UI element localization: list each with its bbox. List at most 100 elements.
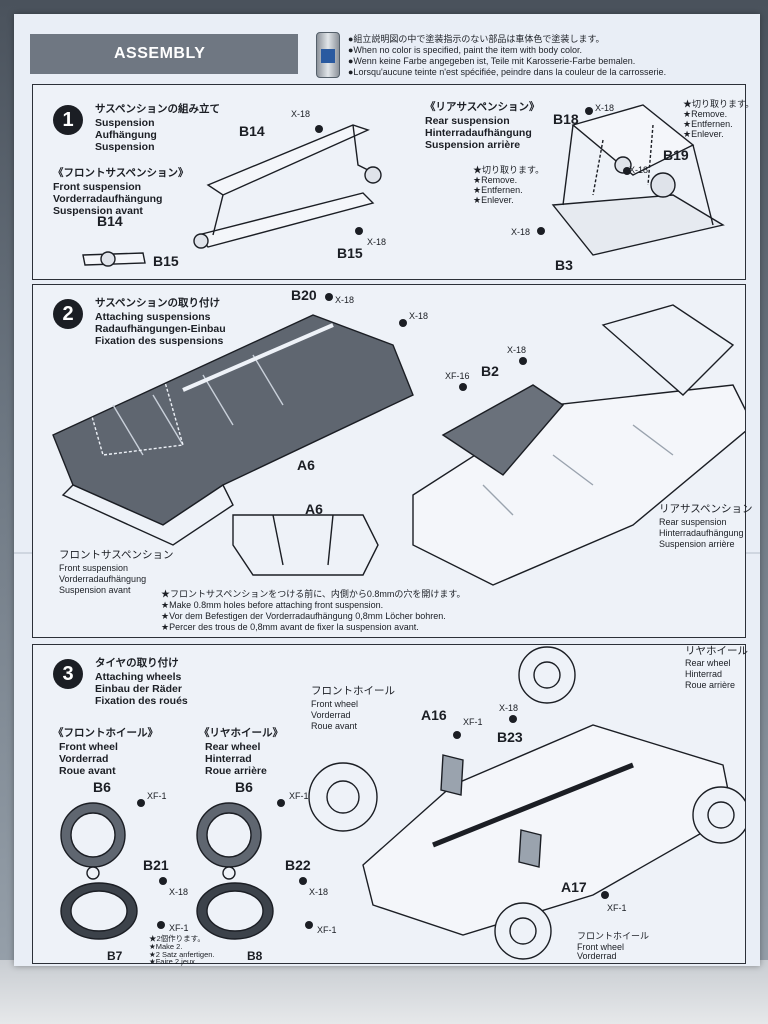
drill-note-fr: ★Percer des trous de 0,8mm avant de fixe…: [161, 622, 419, 632]
rear-wheel-2-fr: Roue arrière: [685, 680, 736, 690]
step1-cut-note-a-jp: ★切り取ります。: [683, 99, 755, 109]
paint-marker-7: [399, 319, 407, 327]
paint-marker-11: [277, 799, 285, 807]
step1-front-fr: Suspension avant: [53, 205, 143, 217]
part-b21: B21: [143, 857, 169, 873]
paint-code-8: X-18: [507, 345, 527, 355]
step1-cut-note-a-fr: ★Enlever.: [683, 129, 724, 139]
rear-wheel-en: Rear wheel: [205, 741, 261, 753]
paint-marker-13: [299, 877, 307, 885]
step2-rear-jp: リアサスペンション: [659, 503, 753, 515]
step2-title-de: Radaufhängungen-Einbau: [95, 323, 226, 335]
rear-wheel-2-de: Hinterrad: [685, 669, 723, 679]
step2-front-jp: フロントサスペンション: [59, 549, 174, 561]
step2-rear-de: Hinterradaufhängung: [659, 528, 744, 538]
part-b14-a: B14: [239, 123, 265, 139]
instruction-sheet: ASSEMBLY ●組立説明図の中で塗装指示のない部品は車体色で塗装します。 ●…: [14, 14, 760, 966]
drill-note-en: ★Make 0.8mm holes before attaching front…: [161, 600, 384, 610]
step3-wheels-drawing: [60, 646, 745, 960]
front-wheel-2-de: Vorderrad: [311, 710, 351, 720]
step2-title-fr: Fixation des suspensions: [95, 335, 224, 347]
step1-rear-fr: Suspension arrière: [425, 139, 521, 151]
step1-front-de: Vorderradaufhängung: [53, 193, 163, 205]
part-a16: A16: [421, 707, 447, 723]
step2-title-en: Attaching suspensions: [95, 311, 211, 323]
paint-code-17: X-18: [499, 703, 519, 713]
paint-code-7: X-18: [409, 311, 429, 321]
step3-number: 3: [53, 659, 83, 689]
step1-front-en: Front suspension: [53, 181, 142, 193]
paint-code-16: XF-1: [463, 717, 483, 727]
make2-jp: ★2個作ります。: [149, 934, 205, 943]
part-b2: B2: [481, 363, 499, 379]
paint-code-2: X-18: [367, 237, 387, 247]
paint-code-11: XF-1: [289, 791, 309, 801]
step1-panel: 1 サスペンションの組み立て Suspension Aufhängung Sus…: [32, 84, 754, 280]
front-wheel-2-jp: フロントホイール: [311, 685, 395, 697]
front-wheel-fr: Roue avant: [59, 765, 116, 777]
paint-code-13: X-18: [309, 887, 329, 897]
part-a17: A17: [561, 879, 587, 895]
paint-marker-8: [519, 357, 527, 365]
step2-number: 2: [53, 299, 83, 329]
make2-en: ★Make 2.: [149, 942, 183, 951]
make2-fr: ★Faire 2 jeux.: [149, 957, 197, 966]
part-b3: B3: [555, 257, 573, 273]
paint-code-14: XF-1: [169, 923, 189, 933]
step3-panel: 3 タイヤの取り付け Attaching wheels Einbau der R…: [32, 644, 748, 966]
step1-title-de: Aufhängung: [95, 129, 157, 141]
drill-note-de: ★Vor dem Befestigen der Vorderradaufhäng…: [161, 611, 446, 621]
paint-marker-18: [601, 891, 609, 899]
note-jp: ●組立説明図の中で塗装指示のない部品は車体色で塗装します。: [348, 34, 605, 44]
paint-marker-1: [315, 125, 323, 133]
rear-wheel-2-jp: リヤホイール: [685, 645, 748, 657]
part-b15-b: B15: [337, 245, 363, 261]
paint-marker-4: [623, 167, 631, 175]
front-wheel-jp: 《フロントホイール》: [53, 727, 158, 739]
paint-code-5: X-18: [511, 227, 531, 237]
drill-note-jp: ★フロントサスペンションをつける前に、内側から0.8mmの穴を開けます。: [161, 589, 466, 599]
paint-code-10: XF-1: [147, 791, 167, 801]
step1-title-en: Suspension: [95, 117, 155, 129]
paint-marker-2: [355, 227, 363, 235]
part-b6-a: B6: [93, 779, 111, 795]
part-b18: B18: [553, 111, 579, 127]
paint-marker-5: [537, 227, 545, 235]
paint-marker-16: [453, 731, 461, 739]
make2-de: ★2 Satz anfertigen.: [149, 950, 215, 959]
paint-marker-15: [305, 921, 313, 929]
rear-wheel-jp: 《リヤホイール》: [199, 727, 283, 739]
step3-title-en: Attaching wheels: [95, 671, 182, 683]
rear-wheel-de: Hinterrad: [205, 753, 252, 765]
step1-cut-note-a-de: ★Entfernen.: [683, 119, 733, 129]
step3-title-de: Einbau der Räder: [95, 683, 182, 695]
paint-notes: ●組立説明図の中で塗装指示のない部品は車体色で塗装します。 ●When no c…: [348, 34, 748, 78]
step1-title-jp: サスペンションの組み立て: [95, 103, 221, 115]
table-surface: [0, 960, 768, 1024]
step2-chassis-drawing: [52, 304, 745, 586]
paint-marker-12: [159, 877, 167, 885]
front-wheel-3-jp: フロントホイール: [577, 931, 650, 941]
step1-front-jp: 《フロントサスペンション》: [53, 167, 189, 179]
step1-rear-jp: 《リアサスペンション》: [425, 101, 540, 113]
rear-wheel-2-en: Rear wheel: [685, 658, 731, 668]
front-wheel-3-de: Vorderrad: [577, 951, 617, 961]
part-b7: B7: [107, 949, 123, 963]
part-b15-a: B15: [153, 253, 179, 269]
step3-title-fr: Fixation des roués: [95, 695, 188, 707]
part-b8: B8: [247, 949, 263, 963]
step2-rear-fr: Suspension arrière: [659, 539, 735, 549]
step1-cut-note-b-fr: ★Enlever.: [473, 195, 514, 205]
note-en: ●When no color is specified, paint the i…: [348, 45, 583, 55]
step2-front-fr: Suspension avant: [59, 585, 131, 595]
step1-number: 1: [53, 105, 83, 135]
rear-wheel-fr: Roue arrière: [205, 765, 267, 777]
part-b14-b: B14: [97, 213, 123, 229]
front-wheel-2-en: Front wheel: [311, 699, 359, 709]
step2-title-jp: サスペンションの取り付け: [95, 297, 221, 309]
note-de: ●Wenn keine Farbe angegeben ist, Teile m…: [348, 56, 636, 66]
part-b19: B19: [663, 147, 689, 163]
paint-marker-14: [157, 921, 165, 929]
note-fr: ●Lorsqu'aucune teinte n'est spécifiée, p…: [348, 67, 667, 77]
step2-front-de: Vorderradaufhängung: [59, 574, 147, 584]
